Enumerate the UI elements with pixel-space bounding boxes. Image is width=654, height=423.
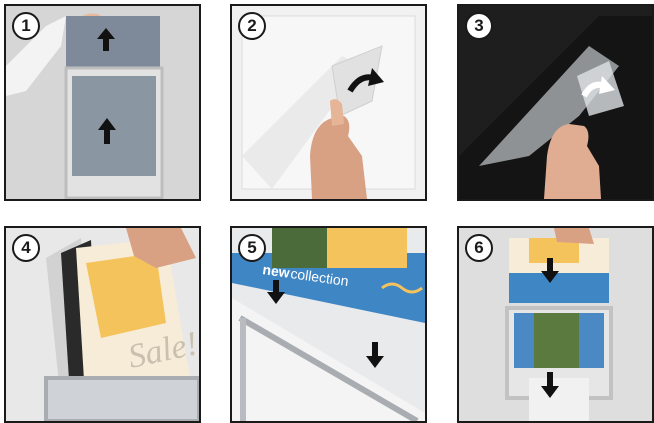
step-panel-1: 1 (4, 4, 201, 201)
step-panel-4: 4 Sale! (4, 226, 201, 423)
step-number-badge: 6 (465, 234, 493, 262)
step-number-badge: 4 (12, 234, 40, 262)
poster-frame (46, 378, 199, 421)
step-number-badge: 2 (238, 12, 266, 40)
step-number-badge: 3 (465, 12, 493, 40)
step-number-badge: 1 (12, 12, 40, 40)
step-panel-6: 6 (457, 226, 654, 423)
poster-sheet (66, 16, 160, 71)
step-panel-3: 3 (457, 4, 654, 201)
step-panel-2: 2 (230, 4, 427, 201)
step-number-badge: 5 (238, 234, 266, 262)
step-panel-5: 5 new collection (230, 226, 427, 423)
